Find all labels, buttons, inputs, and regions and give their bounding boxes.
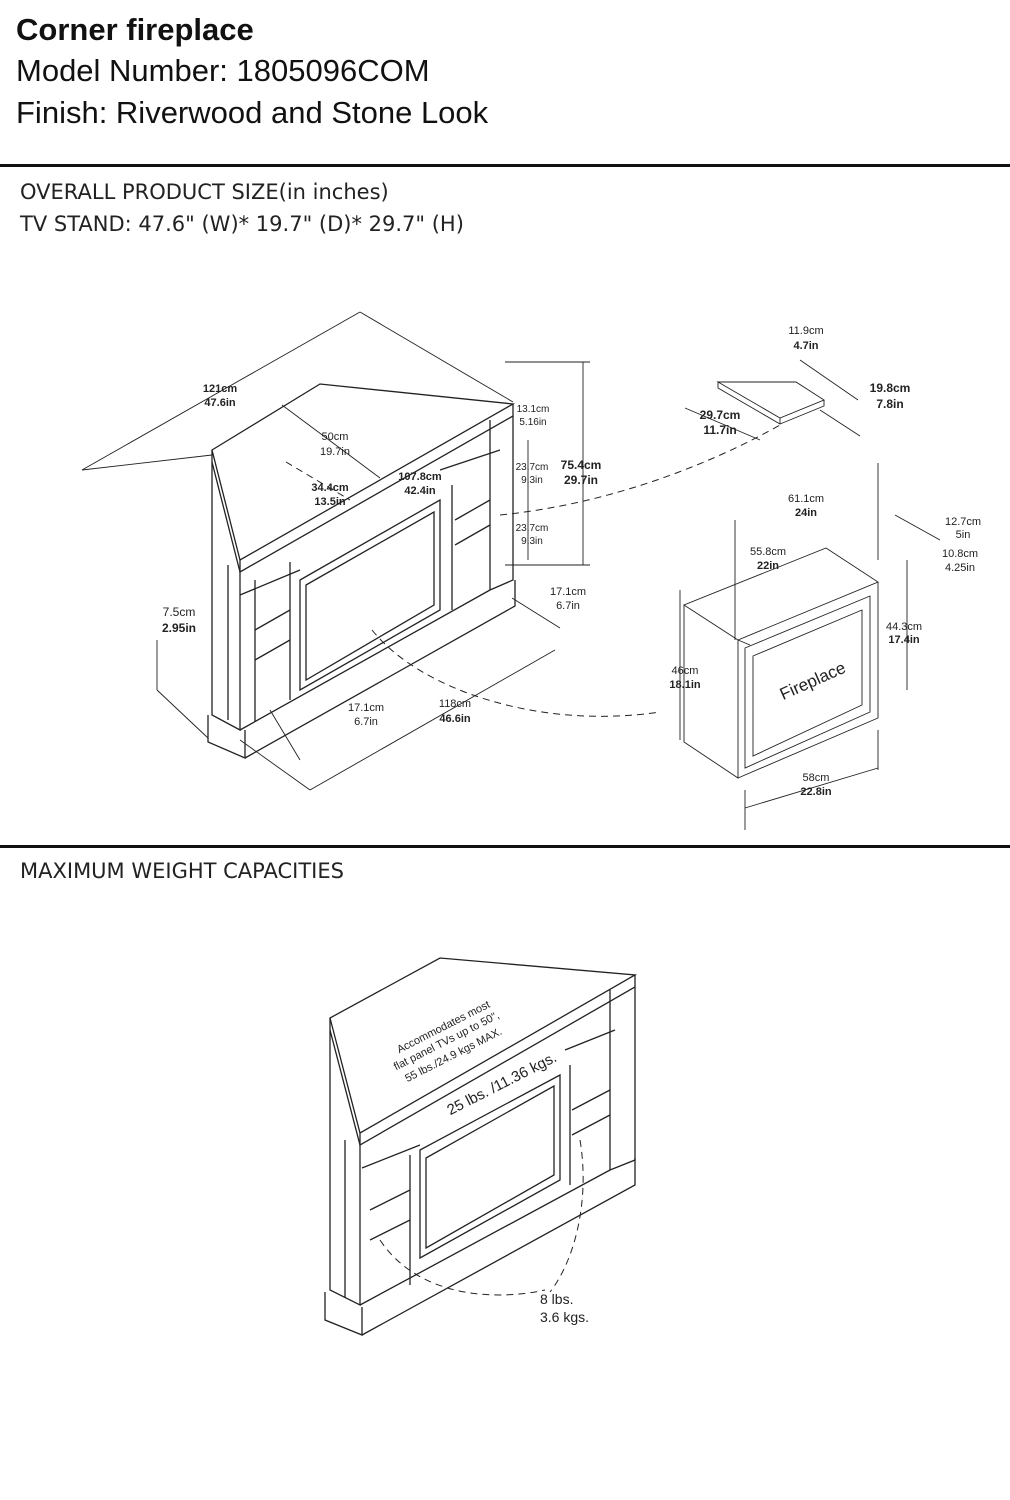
header: Corner fireplace Model Number: 1805096CO… — [16, 10, 488, 134]
dim-bottom-side-cm: 17.1cm — [348, 702, 384, 714]
weight-shelf-kgs: 3.6 kgs. — [540, 1309, 589, 1325]
dim-height-in: 29.7in — [564, 473, 598, 487]
dim-shelf-b-cm: 19.8cm — [870, 381, 911, 395]
dim-base-in: 2.95in — [162, 621, 196, 635]
dim-fp-h1-cm: 44.3cm — [886, 621, 922, 633]
dim-fp-d2-in: 4.25in — [945, 562, 975, 574]
dim-fp-w3-in: 22.8in — [800, 786, 831, 798]
size-heading: OVERALL PRODUCT SIZE(in inches) — [20, 180, 389, 204]
fireplace-label: Fireplace — [777, 658, 849, 704]
dim-shelf1-in: 9.3in — [521, 475, 543, 486]
dim-shelf-c-in: 11.7in — [703, 423, 736, 437]
dim-bottom-width-in: 46.6in — [439, 713, 470, 725]
tv-stand-size: TV STAND: 47.6" (W)* 19.7" (D)* 29.7" (H… — [20, 212, 464, 236]
dim-shelf-a-in: 4.7in — [793, 340, 818, 352]
tv-stand-drawing — [207, 383, 516, 759]
dimension-lines — [81, 311, 941, 830]
finish: Finish: Riverwood and Stone Look — [16, 95, 489, 130]
dim-base-cm: 7.5cm — [163, 605, 196, 619]
divider-top — [0, 164, 1010, 167]
dim-shelf1-cm: 23.7cm — [516, 462, 549, 473]
model-number: Model Number: 1805096COM — [16, 53, 430, 88]
dim-width-top-cm: 121cm — [203, 383, 237, 395]
dim-depth-in: 19.7in — [320, 446, 350, 458]
dim-width-top-in: 47.6in — [204, 397, 235, 409]
dim-fp-w2-cm: 55.8cm — [750, 546, 786, 558]
weight-drawing — [324, 957, 638, 1336]
dim-fp-w1-in: 24in — [795, 507, 817, 519]
dim-fp-h2-cm: 46cm — [672, 665, 699, 677]
dim-fp-h1-in: 17.4in — [888, 634, 919, 646]
dim-fp-h2-in: 18.1in — [669, 679, 700, 691]
dim-side-cm: 17.1cm — [550, 586, 586, 598]
dim-height-cm: 75.4cm — [561, 458, 602, 472]
dim-side-in: 6.7in — [556, 600, 580, 612]
callout-dashes — [285, 424, 781, 717]
dim-inner-depth-in: 13.5in — [314, 496, 345, 508]
weight-shelf-lbs: 8 lbs. — [540, 1291, 573, 1307]
dim-front-width-cm: 107.8cm — [398, 471, 442, 483]
dim-fp-d1-cm: 12.7cm — [945, 516, 981, 528]
dim-fp-w2-in: 22in — [757, 560, 779, 572]
dim-depth-cm: 50cm — [322, 431, 349, 443]
weight-heading: MAXIMUM WEIGHT CAPACITIES — [20, 859, 344, 883]
dim-shelf2-in: 9.3in — [521, 536, 543, 547]
weight-callouts — [379, 1139, 584, 1296]
dim-shelf-a-cm: 11.9cm — [788, 325, 823, 337]
dim-shelf-b-in: 7.8in — [876, 397, 903, 411]
dim-shelf-c-cm: 29.7cm — [700, 408, 741, 422]
dim-front-width-in: 42.4in — [404, 485, 435, 497]
dim-bottom-side-in: 6.7in — [354, 716, 378, 728]
dim-top-thick-in: 5.16in — [519, 417, 546, 428]
dim-top-thick-cm: 13.1cm — [517, 404, 550, 415]
dim-fp-w3-cm: 58cm — [803, 772, 830, 784]
dim-fp-d1-in: 5in — [956, 529, 971, 541]
dim-fp-d2-cm: 10.8cm — [942, 548, 978, 560]
dim-shelf2-cm: 23.7cm — [516, 523, 549, 534]
dim-fp-w1-cm: 61.1cm — [788, 493, 824, 505]
dim-inner-depth-cm: 34.4cm — [311, 482, 349, 494]
product-title: Corner fireplace — [16, 12, 254, 47]
dim-bottom-width-cm: 118cm — [439, 698, 471, 710]
divider-middle — [0, 845, 1010, 848]
